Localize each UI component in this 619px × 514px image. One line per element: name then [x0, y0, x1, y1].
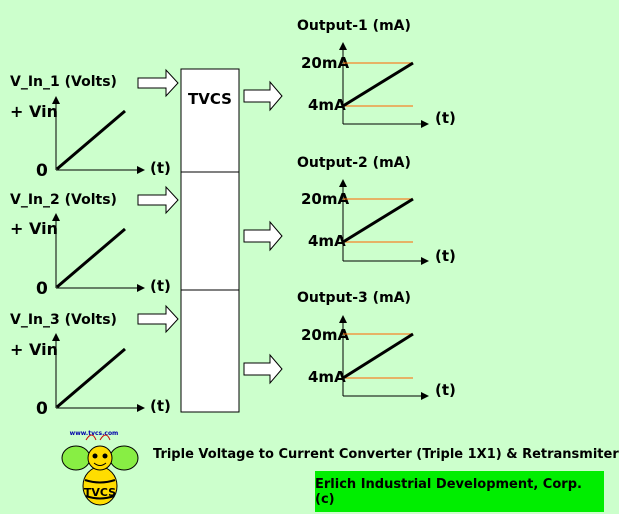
output-3-4ma-label: 4mA: [308, 368, 346, 386]
input-2-title: V_In_2 (Volts): [10, 192, 117, 208]
input-1-zero-label: 0: [36, 161, 48, 181]
input-2-vin-label: + Vin: [10, 219, 58, 238]
input-2-arrow-icon: [137, 185, 179, 215]
input-3-ramp-line: [56, 347, 126, 409]
converter-label: TVCS: [188, 90, 232, 108]
input-3-vin-label: + Vin: [10, 340, 58, 359]
logo-text: TVCS: [84, 486, 116, 499]
output-2-arrow-icon: [243, 220, 283, 252]
output-3-arrow-icon: [243, 353, 283, 385]
output-1-ramp-line: [342, 61, 414, 108]
output-1-4ma-label: 4mA: [308, 96, 346, 114]
output-2-4ma-label: 4mA: [308, 232, 346, 250]
converter-box: [180, 68, 240, 413]
company-name: Erlich Industrial Development, Corp. (c): [315, 476, 582, 507]
logo-wing-left: [61, 445, 91, 471]
output-2-graph: Output-2 (mA) 20mA 4mA (t): [297, 155, 456, 265]
input-1-arrow-icon: [137, 68, 179, 98]
input-3-zero-label: 0: [36, 399, 48, 419]
output-3-title: Output-3 (mA): [297, 290, 411, 306]
output-1-graph: Output-1 (mA) 20mA 4mA (t): [297, 18, 456, 128]
company-footer: Erlich Industrial Development, Corp. (c): [315, 471, 604, 512]
diagram-caption: Triple Voltage to Current Converter (Tri…: [153, 447, 619, 462]
logo-head: [87, 445, 113, 471]
output-2-ramp-line: [342, 197, 414, 244]
logo-antenna-left: [85, 434, 97, 441]
output-1-arrow-icon: [243, 80, 283, 112]
logo-url-text: www.tvcs.com: [70, 430, 119, 437]
output-3-ramp-line: [342, 332, 414, 380]
input-2-ramp-line: [56, 227, 126, 289]
logo-mouth: [93, 462, 107, 466]
output-3-graph: Output-3 (mA) 20mA 4mA (t): [297, 290, 456, 400]
input-1-title: V_In_1 (Volts): [10, 74, 117, 90]
logo-stripe-1: [84, 479, 116, 484]
output-1-title: Output-1 (mA): [297, 18, 411, 34]
input-1-graph: V_In_1 (Volts) + Vin 0 (t): [10, 74, 171, 181]
input-2-graph: V_In_2 (Volts) + Vin 0 (t): [10, 192, 171, 299]
logo-eye-right: [102, 453, 108, 459]
output-2-20ma-label: 20mA: [301, 190, 350, 208]
input-1-vin-label: + Vin: [10, 102, 58, 121]
logo-antenna-right: [99, 434, 111, 441]
output-1-20ma-label: 20mA: [301, 54, 350, 72]
logo-eye-left: [92, 453, 98, 459]
input-1-ramp-line: [56, 109, 126, 171]
input-3-title: V_In_3 (Volts): [10, 312, 117, 328]
output-2-time-label: (t): [435, 247, 456, 265]
tvcs-converter-block: TVCS: [180, 68, 240, 413]
output-2-title: Output-2 (mA): [297, 155, 411, 171]
input-2-time-label: (t): [150, 277, 171, 295]
input-3-arrow-icon: [137, 304, 179, 334]
input-3-time-label: (t): [150, 397, 171, 415]
input-3-graph: V_In_3 (Volts) + Vin 0 (t): [10, 312, 171, 419]
input-2-zero-label: 0: [36, 279, 48, 299]
output-3-time-label: (t): [435, 381, 456, 399]
logo-wing-right: [109, 445, 139, 471]
logo-stripe-2: [85, 495, 115, 500]
output-1-time-label: (t): [435, 109, 456, 127]
tvcs-bee-logo-icon: www.tvcs.com TVCS: [61, 430, 139, 506]
input-1-time-label: (t): [150, 159, 171, 177]
output-3-20ma-label: 20mA: [301, 326, 350, 344]
